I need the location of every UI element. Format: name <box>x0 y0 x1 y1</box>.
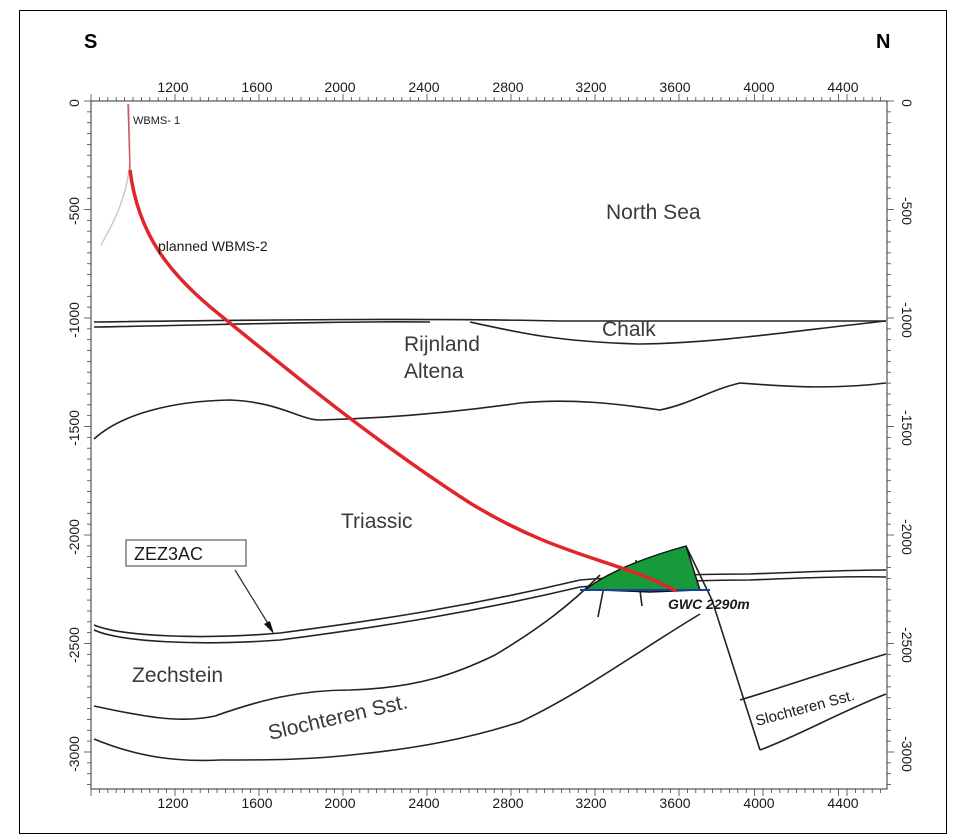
gas-reservoir <box>583 545 701 593</box>
direction-south: S <box>84 31 97 53</box>
zechstein-top-horizon <box>93 569 887 638</box>
top-tick-4000: 4000 <box>743 79 774 95</box>
right-depth-2500: -2500 <box>899 627 915 663</box>
bottom-axis-labels: 1200 1600 2000 2400 2800 3200 3600 4000 … <box>157 795 858 811</box>
left-depth-1500: -1500 <box>66 410 82 446</box>
existing-well-label: WBMS- 1 <box>133 115 180 127</box>
zechstein-label: Zechstein <box>132 664 223 687</box>
north-sea-label: North Sea <box>606 201 701 224</box>
bottom-tick-1200: 1200 <box>157 795 188 811</box>
left-depth-0: 0 <box>66 99 82 107</box>
planned-well-label: planned WBMS-2 <box>158 238 268 254</box>
left-depth-2000: -2000 <box>66 519 82 555</box>
marker-label-box <box>125 539 247 567</box>
chalk-label: Chalk <box>602 318 656 341</box>
horizons <box>93 318 887 762</box>
top-tick-2800: 2800 <box>492 79 523 95</box>
slochteren-base-right <box>759 693 887 751</box>
right-depth-1500: -1500 <box>899 410 915 446</box>
triassic-label: Triassic <box>341 510 413 533</box>
chalk-base-horizon <box>469 320 887 345</box>
right-depth-3000: -3000 <box>899 736 915 772</box>
chalk-second-horizon <box>93 321 431 328</box>
bottom-tick-3200: 3200 <box>575 795 606 811</box>
top-tick-3200: 3200 <box>575 79 606 95</box>
bottom-tick-1600: 1600 <box>241 795 272 811</box>
right-depth-2000: -2000 <box>899 519 915 555</box>
scale-ticks <box>84 94 894 796</box>
top-tick-1600: 1600 <box>241 79 272 95</box>
right-depth-labels: 0 -500 -1000 -1500 -2000 -2500 -3000 <box>899 99 915 772</box>
chalk-top-horizon <box>93 318 887 323</box>
left-depth-labels: 0 -500 -1000 -1500 -2000 -2500 -3000 <box>66 99 82 772</box>
right-depth-1000: -1000 <box>899 302 915 338</box>
top-tick-2400: 2400 <box>408 79 439 95</box>
existing-well-stem <box>127 103 131 171</box>
bottom-tick-4000: 4000 <box>743 795 774 811</box>
top-tick-3600: 3600 <box>659 79 690 95</box>
right-depth-500: -500 <box>899 197 915 225</box>
section-plot-area <box>90 100 888 790</box>
altena-label: Altena <box>404 360 464 383</box>
slochteren-base-left <box>93 613 701 762</box>
left-depth-2500: -2500 <box>66 627 82 663</box>
altena-base-horizon <box>93 382 887 440</box>
left-depth-1000: -1000 <box>66 302 82 338</box>
existing-well-trajectory <box>100 103 131 246</box>
top-tick-1200: 1200 <box>157 79 188 95</box>
planned-well-trajectory <box>128 169 677 593</box>
gwc-label: GWC 2290m <box>668 596 750 612</box>
slochteren-right-label: Slochteren Sst. <box>754 687 857 730</box>
top-tick-2000: 2000 <box>324 79 355 95</box>
top-tick-4400: 4400 <box>827 79 858 95</box>
slochteren-top-left <box>93 574 601 721</box>
top-axis-labels: 1200 1600 2000 2400 2800 3200 3600 4000 … <box>157 79 858 95</box>
left-depth-500: -500 <box>66 197 82 225</box>
rijnland-label: Rijnland <box>404 333 480 356</box>
marker-arrow-line <box>234 569 273 631</box>
bottom-tick-3600: 3600 <box>659 795 690 811</box>
marker-label: ZEZ3AC <box>134 544 203 564</box>
bottom-tick-2000: 2000 <box>324 795 355 811</box>
zechstein-top-horizon-2 <box>93 575 887 644</box>
figure-frame <box>19 10 947 834</box>
right-depth-0: 0 <box>899 99 915 107</box>
slochteren-top-right <box>739 653 887 701</box>
direction-north: N <box>876 31 890 53</box>
bottom-tick-2400: 2400 <box>408 795 439 811</box>
bottom-tick-2800: 2800 <box>492 795 523 811</box>
main-fault <box>685 545 761 751</box>
slochteren-left-label: Slochteren Sst. <box>266 690 410 744</box>
bottom-tick-4400: 4400 <box>827 795 858 811</box>
left-depth-3000: -3000 <box>66 736 82 772</box>
marker-arrowhead <box>264 621 274 634</box>
